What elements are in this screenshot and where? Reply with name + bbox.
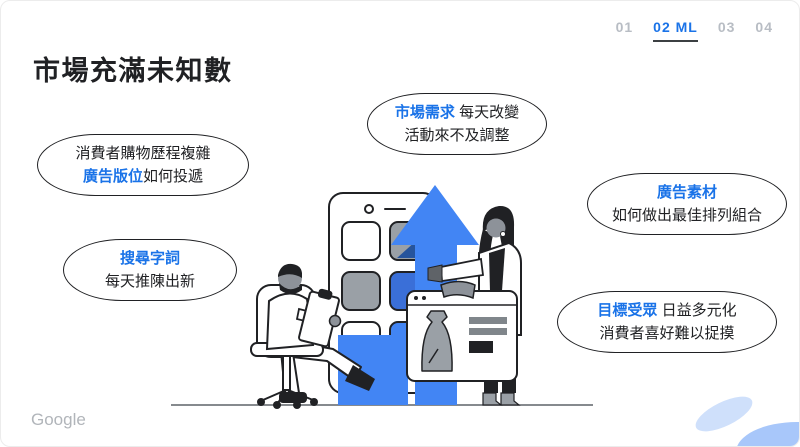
woman-earring bbox=[500, 231, 506, 237]
bubble-line: 廣告素材 bbox=[656, 184, 717, 201]
chair-seat bbox=[250, 342, 324, 357]
callout-market-demand: 市場需求 每天改變活動來不及調整 bbox=[367, 93, 547, 155]
buy-button bbox=[469, 341, 493, 353]
man-face bbox=[278, 266, 302, 290]
browser-dot bbox=[414, 296, 418, 300]
bubble-line: 市場需求 每天改變 bbox=[394, 104, 520, 121]
man-torso bbox=[265, 292, 315, 351]
woman-hair bbox=[482, 205, 515, 263]
clipboard bbox=[298, 288, 340, 348]
man-hand bbox=[328, 314, 342, 328]
decorative-ellipse-small bbox=[690, 389, 758, 439]
woman-leg bbox=[484, 331, 498, 393]
slide-pager: 01 02 ML 03 04 bbox=[616, 19, 773, 42]
woman-heel bbox=[482, 392, 503, 406]
bubble-line: 搜尋字詞 bbox=[119, 250, 180, 267]
bubble-line: 消費者購物歷程複雜 bbox=[75, 145, 211, 162]
browser-dot bbox=[422, 296, 426, 300]
woman-pointing-hand bbox=[427, 264, 443, 283]
man-beard bbox=[279, 283, 302, 294]
callout-consumer-journey: 消費者購物歷程複雜廣告版位如何投遞 bbox=[37, 134, 249, 196]
pager-item-04[interactable]: 04 bbox=[755, 19, 773, 35]
chair-back bbox=[256, 284, 316, 358]
text-bar bbox=[469, 328, 507, 335]
google-logo: Google bbox=[31, 410, 86, 429]
woman-heel bbox=[500, 392, 521, 406]
callout-target-audience: 目標受眾 日益多元化消費者喜好難以捉摸 bbox=[557, 291, 777, 353]
bubble-line: 活動來不及調整 bbox=[404, 127, 510, 144]
pager-item-01[interactable]: 01 bbox=[615, 19, 634, 35]
bubble-line: 每天推陳出新 bbox=[104, 273, 195, 290]
woman-face bbox=[486, 218, 506, 238]
bubble-line: 如何做出最佳排列組合 bbox=[611, 207, 762, 224]
browser-window bbox=[406, 290, 518, 382]
dress-icon bbox=[421, 310, 453, 372]
pager-item-03[interactable]: 03 bbox=[717, 19, 736, 35]
man-arm bbox=[295, 307, 333, 329]
pager-item-02-ml[interactable]: 02 ML bbox=[653, 19, 698, 42]
callout-search-terms: 搜尋字詞每天推陳出新 bbox=[63, 239, 237, 301]
woman-coat bbox=[478, 241, 522, 336]
shoe bbox=[345, 365, 375, 391]
text-bar bbox=[469, 317, 507, 324]
woman-leg bbox=[502, 331, 516, 393]
callout-ad-creatives: 廣告素材如何做出最佳排列組合 bbox=[587, 173, 787, 235]
shoe bbox=[279, 392, 307, 403]
decorative-ellipse-large bbox=[736, 422, 799, 446]
woman-top bbox=[489, 248, 505, 291]
standing-woman bbox=[427, 205, 522, 406]
bubble-line: 廣告版位如何投遞 bbox=[82, 168, 204, 185]
woman-hand bbox=[440, 280, 476, 300]
chair-stem bbox=[282, 355, 291, 391]
page-title: 市場充滿未知數 bbox=[33, 56, 233, 86]
phone-illustration bbox=[328, 192, 438, 405]
woman-pointing-arm bbox=[440, 257, 485, 283]
bubble-line: 消費者喜好難以捉摸 bbox=[599, 325, 735, 342]
growth-arrow bbox=[391, 185, 479, 405]
man-hair bbox=[278, 263, 302, 278]
bubble-line: 目標受眾 日益多元化 bbox=[597, 302, 737, 319]
chair-base bbox=[262, 389, 314, 404]
phone-camera-icon bbox=[364, 204, 374, 214]
woman-hair-lock bbox=[478, 229, 493, 293]
seated-man bbox=[250, 263, 375, 409]
